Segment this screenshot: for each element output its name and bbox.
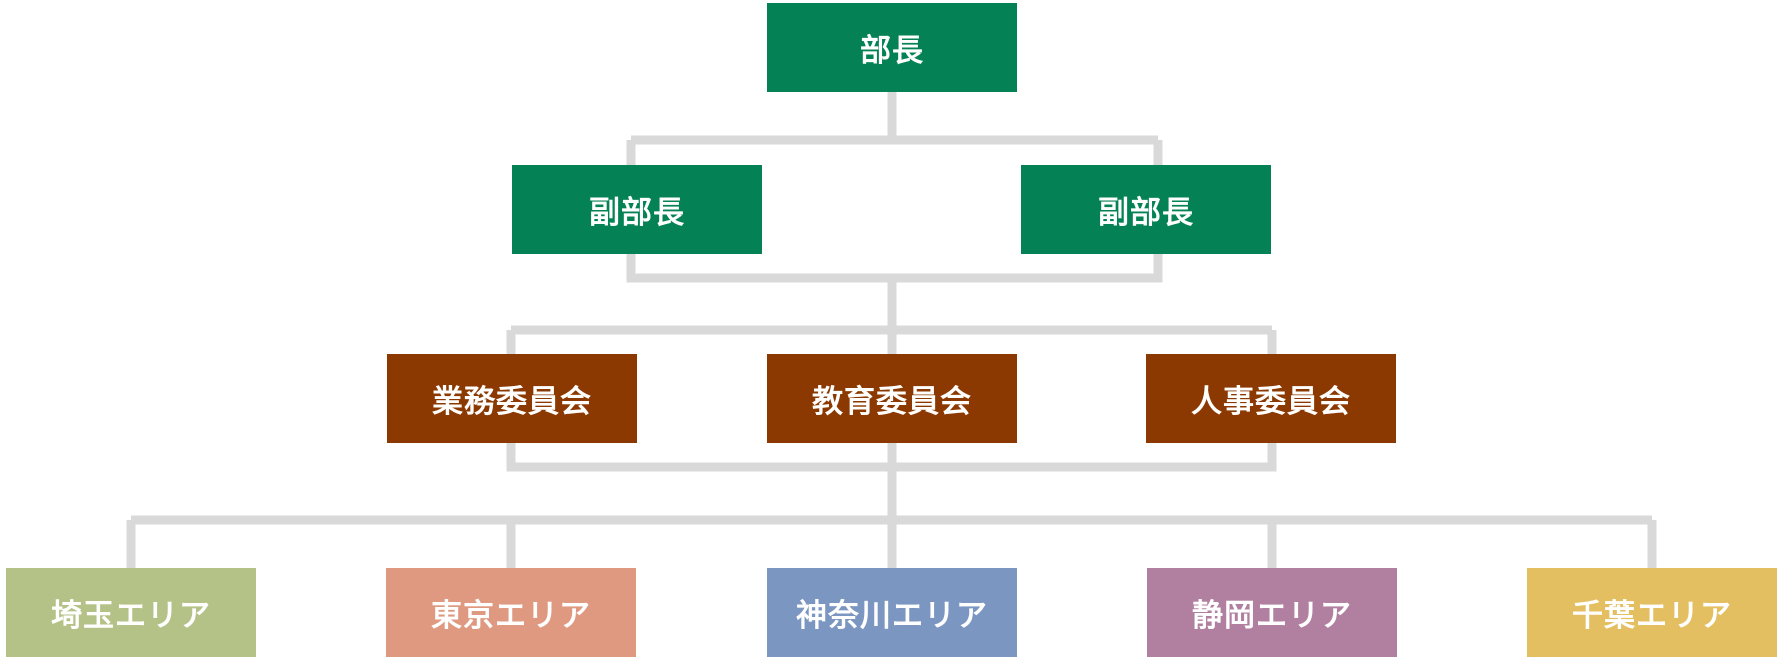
node-committee-personnel-label: 人事委員会	[1191, 384, 1351, 420]
node-deputy-left: 副部長	[512, 165, 762, 254]
node-area-shizuoka-label: 静岡エリア	[1192, 598, 1352, 634]
node-area-tokyo-label: 東京エリア	[431, 598, 591, 634]
node-committee-education: 教育委員会	[767, 354, 1017, 443]
node-committee-business: 業務委員会	[387, 354, 637, 443]
node-deputy-right-label: 副部長	[1098, 195, 1194, 231]
node-area-saitama: 埼玉エリア	[6, 568, 256, 657]
node-area-kanagawa-label: 神奈川エリア	[796, 598, 988, 634]
node-head-label: 部長	[860, 33, 924, 69]
node-area-kanagawa: 神奈川エリア	[767, 568, 1017, 657]
connector-deputies-to-committees	[506, 254, 1277, 354]
node-area-shizuoka: 静岡エリア	[1147, 568, 1397, 657]
node-deputy-right: 副部長	[1021, 165, 1271, 254]
node-area-tokyo: 東京エリア	[386, 568, 636, 657]
node-committee-education-label: 教育委員会	[812, 384, 972, 420]
node-committee-personnel: 人事委員会	[1146, 354, 1396, 443]
node-committee-business-label: 業務委員会	[432, 384, 592, 420]
node-area-chiba: 千葉エリア	[1527, 568, 1777, 657]
node-area-saitama-label: 埼玉エリア	[51, 598, 211, 634]
connector-head-to-deputies	[626, 92, 1163, 165]
node-deputy-left-label: 副部長	[589, 195, 685, 231]
node-area-chiba-label: 千葉エリア	[1572, 598, 1732, 634]
connector-committees-to-areas	[126, 443, 1657, 568]
node-head: 部長	[767, 3, 1017, 92]
